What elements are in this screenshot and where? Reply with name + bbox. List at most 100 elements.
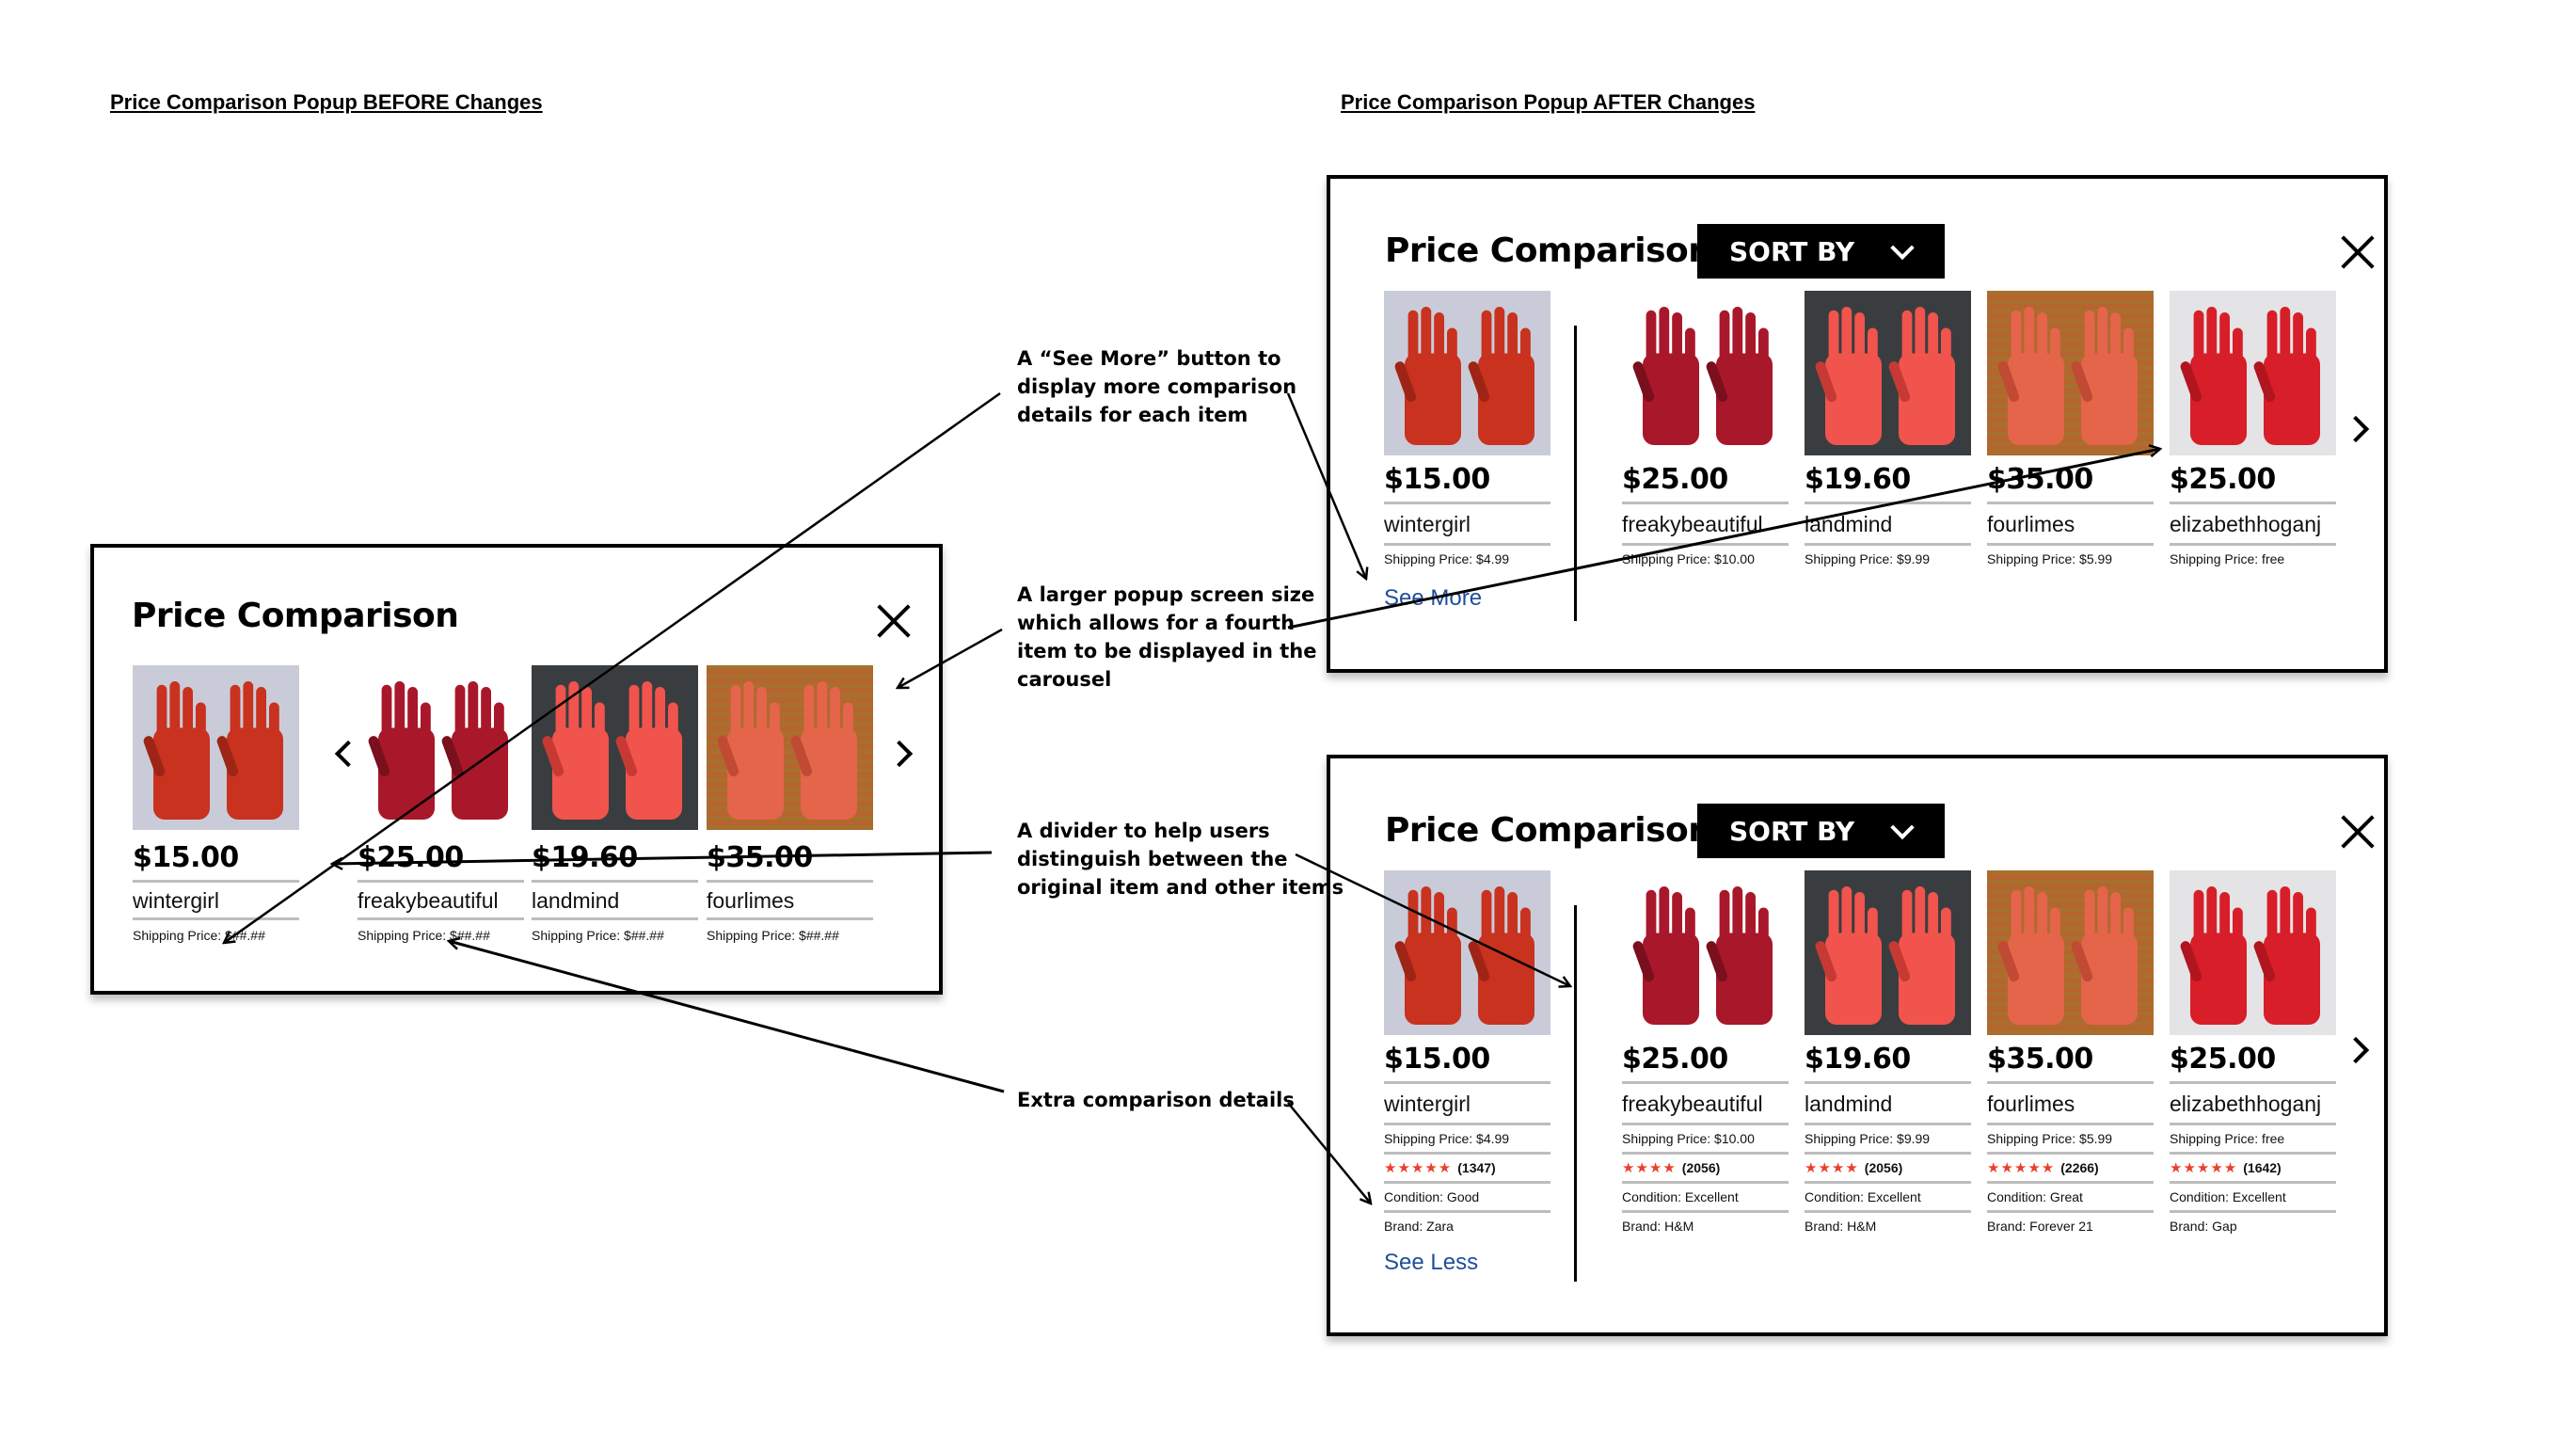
see-more-button[interactable]: See More [1384, 585, 1483, 611]
product-image[interactable] [133, 665, 299, 830]
brand: Brand: H&M [1805, 1210, 1971, 1239]
product-image[interactable] [358, 665, 524, 830]
before-section-header: Price Comparison Popup BEFORE Changes [110, 90, 543, 114]
product-image[interactable] [532, 665, 698, 830]
original-item-card[interactable]: $15.00 wintergirl Shipping Price: $4.99 [1384, 291, 1550, 572]
item-price: $35.00 [1987, 463, 2093, 496]
product-image[interactable] [2170, 870, 2336, 1035]
shipping-price: Shipping Price: $9.99 [1805, 1123, 1971, 1152]
seller-name[interactable]: freakybeautiful [1622, 1081, 1789, 1123]
glove-image [1384, 291, 1550, 455]
product-image[interactable] [1987, 870, 2154, 1035]
brand: Brand: H&M [1622, 1210, 1789, 1239]
glove-image [1987, 291, 2154, 455]
before-item-card[interactable]: $15.00 wintergirl Shipping Price: $##.## [133, 665, 299, 950]
chevron-right-icon[interactable] [885, 740, 914, 768]
glove-image [2170, 291, 2336, 455]
product-image[interactable] [1384, 870, 1550, 1035]
item-price: $19.60 [1805, 1043, 1911, 1076]
rating-row: ★★★★(2056) [1622, 1152, 1789, 1181]
seller-name[interactable]: landmind [532, 880, 698, 917]
star-rating-icon: ★★★★★ [2170, 1160, 2238, 1176]
item-price: $15.00 [133, 841, 239, 874]
glove-image [1987, 870, 2154, 1035]
product-image[interactable] [1805, 291, 1971, 455]
review-count: (1347) [1457, 1160, 1496, 1175]
shipping-price: Shipping Price: $4.99 [1384, 543, 1550, 572]
seller-name[interactable]: fourlimes [1987, 502, 2154, 543]
glove-image [532, 665, 698, 830]
seller-name[interactable]: freakybeautiful [358, 880, 524, 917]
condition: Condition: Excellent [2170, 1181, 2336, 1210]
sort-by-dropdown[interactable]: SORT BY [1697, 804, 1945, 858]
rating-row: ★★★★(2056) [1805, 1152, 1971, 1181]
before-item-card[interactable]: $35.00 fourlimes Shipping Price: $##.## [707, 665, 873, 950]
glove-image [1805, 870, 1971, 1035]
product-image[interactable] [1987, 291, 2154, 455]
glove-image [2170, 870, 2336, 1035]
glove-image [707, 665, 873, 830]
brand: Brand: Gap [2170, 1210, 2336, 1239]
condition: Condition: Excellent [1805, 1181, 1971, 1210]
seller-name[interactable]: wintergirl [133, 880, 299, 917]
item-price: $25.00 [2170, 463, 2276, 496]
seller-name[interactable]: elizabethhoganj [2170, 1081, 2336, 1123]
chevron-down-icon [1890, 815, 1915, 840]
product-image[interactable] [1622, 291, 1789, 455]
comparison-item-card[interactable]: $19.60 landmind Shipping Price: $9.99 [1805, 291, 1971, 572]
seller-name[interactable]: fourlimes [707, 880, 873, 917]
item-price: $15.00 [1384, 1043, 1490, 1076]
product-image[interactable] [2170, 291, 2336, 455]
popup-title: Price Comparison [1385, 811, 1712, 850]
comparison-item-card[interactable]: $35.00 fourlimes Shipping Price: $5.99 [1987, 291, 2154, 572]
seller-name[interactable]: landmind [1805, 1081, 1971, 1123]
annotation-see-more: A “See More” button to display more comp… [1017, 347, 1297, 426]
comparison-item-card[interactable]: $25.00 freakybeautiful Shipping Price: $… [1622, 291, 1789, 572]
rating-row: ★★★★★(1347) [1384, 1152, 1550, 1181]
sort-by-label: SORT BY [1729, 815, 1855, 847]
popup-title: Price Comparison [132, 597, 459, 635]
shipping-price: Shipping Price: $10.00 [1622, 543, 1789, 572]
after-price-comparison-popup-collapsed: Price Comparison SORT BY $15.00 wintergi… [1327, 175, 2388, 673]
annotation-larger-popup: A larger popup screen size which allows … [1017, 583, 1317, 691]
product-image[interactable] [1384, 291, 1550, 455]
after-price-comparison-popup-expanded: Price Comparison SORT BY See Less $15.00… [1327, 755, 2388, 1336]
sort-by-dropdown[interactable]: SORT BY [1697, 224, 1945, 279]
chevron-right-icon[interactable] [2342, 1036, 2370, 1064]
see-less-button[interactable]: See Less [1384, 1250, 1479, 1275]
seller-name[interactable]: fourlimes [1987, 1081, 2154, 1123]
seller-name[interactable]: freakybeautiful [1622, 502, 1789, 543]
comparison-item-card[interactable]: $25.00 elizabethhoganj Shipping Price: f… [2170, 291, 2336, 572]
seller-name[interactable]: landmind [1805, 502, 1971, 543]
shipping-price: Shipping Price: $##.## [358, 917, 524, 950]
chevron-right-icon[interactable] [2342, 415, 2370, 443]
before-item-card[interactable]: $25.00 freakybeautiful Shipping Price: $… [358, 665, 524, 950]
close-icon[interactable] [875, 602, 913, 640]
item-price: $19.60 [1805, 463, 1911, 496]
after-section-header: Price Comparison Popup AFTER Changes [1341, 90, 1756, 114]
glove-image [1384, 870, 1550, 1035]
seller-name[interactable]: elizabethhoganj [2170, 502, 2336, 543]
glove-image [1805, 291, 1971, 455]
product-image[interactable] [1805, 870, 1971, 1035]
seller-name[interactable]: wintergirl [1384, 1081, 1550, 1123]
shipping-price: Shipping Price: free [2170, 543, 2336, 572]
rating-row: ★★★★★(1642) [2170, 1152, 2336, 1181]
close-icon[interactable] [2339, 813, 2377, 851]
annotation-extra-details: Extra comparison details [1017, 1089, 1295, 1111]
item-price: $19.60 [532, 841, 638, 874]
annotation-divider: A divider to help users distinguish betw… [1017, 820, 1344, 899]
product-image[interactable] [1622, 870, 1789, 1035]
before-item-card[interactable]: $19.60 landmind Shipping Price: $##.## [532, 665, 698, 950]
close-icon[interactable] [2339, 233, 2377, 271]
item-price: $25.00 [1622, 463, 1728, 496]
product-image[interactable] [707, 665, 873, 830]
before-price-comparison-popup: Price Comparison $15.00 wintergirl Shipp… [90, 544, 943, 995]
item-price: $25.00 [1622, 1043, 1728, 1076]
seller-name[interactable]: wintergirl [1384, 502, 1550, 543]
